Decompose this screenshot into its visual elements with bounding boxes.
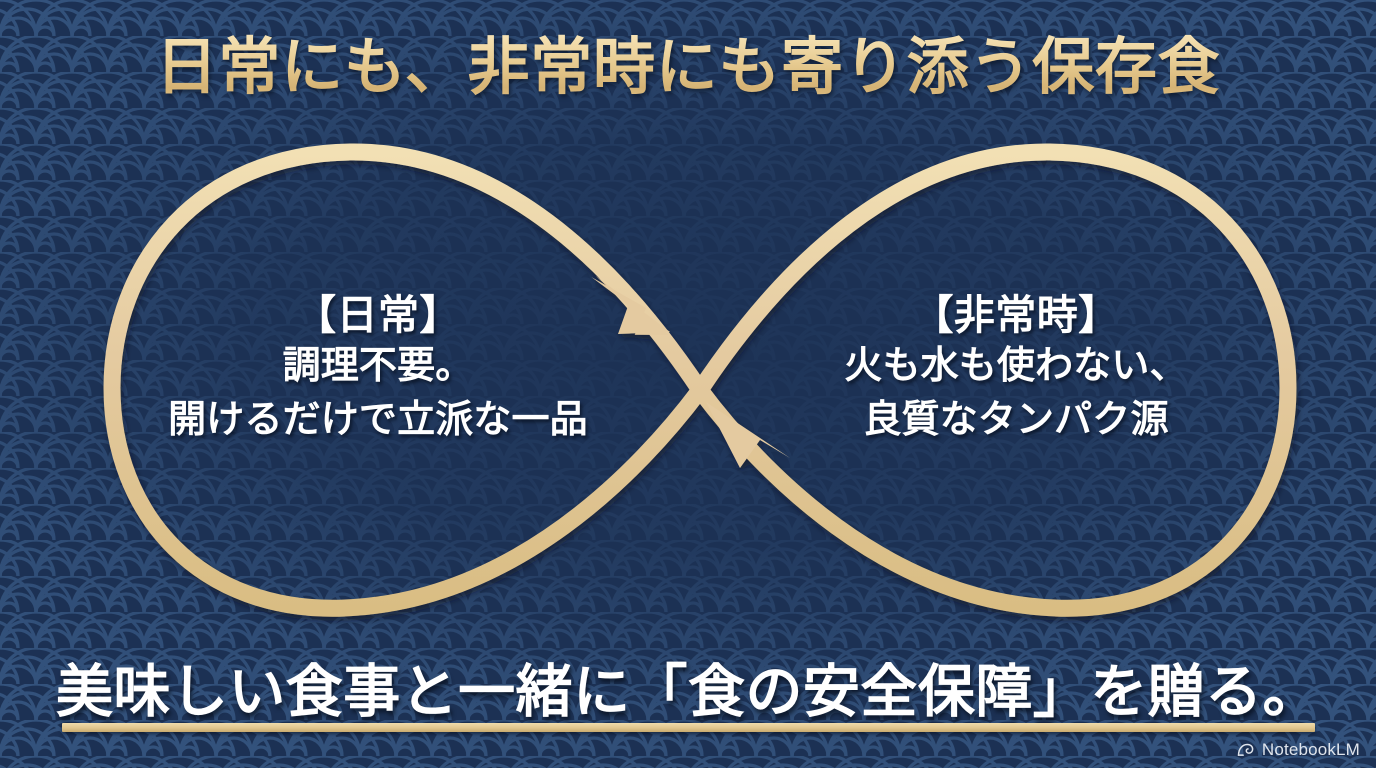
daily-line-2: 開けるだけで立派な一品 [168,398,588,441]
emergency-line-1: 火も水も使わない、 [844,345,1188,388]
bottom-banner: 美味しい食事と一緒に「食の安全保障」を贈る。 [0,660,1376,732]
notebooklm-spiral-icon [1236,741,1255,760]
emergency-text-block: 【非常時】 火も水も使わない、 良質なタンパク源 [800,290,1232,448]
banner-text: 美味しい食事と一緒に「食の安全保障」を贈る。 [55,660,1321,725]
daily-text-block: 【日常】 調理不要。 開けるだけで立派な一品 [128,290,628,448]
emergency-line-2: 良質なタンパク源 [863,398,1169,441]
daily-line-1: 調理不要。 [282,345,474,388]
notebooklm-label: NotebookLM [1261,740,1360,759]
notebooklm-watermark: NotebookLM [1236,740,1360,760]
emergency-heading: 【非常時】 [912,292,1120,338]
daily-heading: 【日常】 [295,292,461,338]
banner-gold-underline [62,723,1315,732]
page-title: 日常にも、非常時にも寄り添う保存食 [0,34,1376,103]
